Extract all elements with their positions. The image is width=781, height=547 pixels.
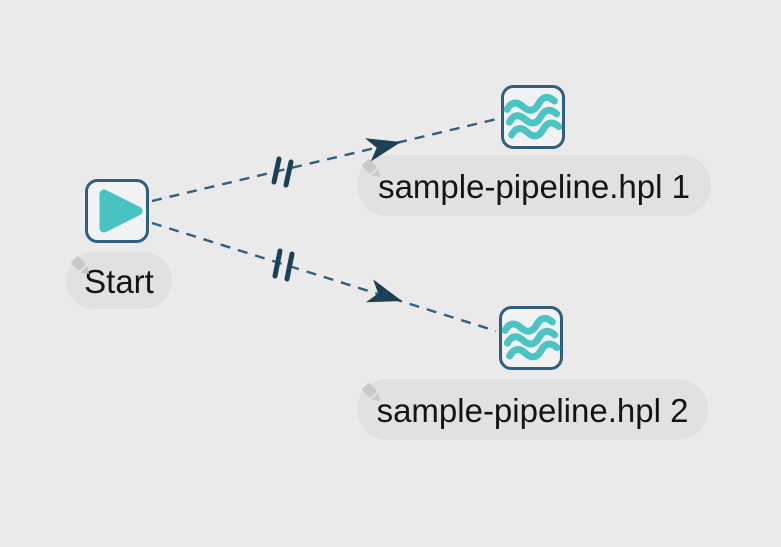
- node-label: sample-pipeline.hpl 2: [376, 392, 689, 429]
- play-icon: [85, 179, 149, 243]
- action-start-label[interactable]: Start: [66, 252, 172, 309]
- action-start[interactable]: [84, 178, 150, 244]
- pipeline-waves-icon: [499, 306, 563, 370]
- hop-start-to-pipeline-2[interactable]: [151, 221, 497, 333]
- hop-line[interactable]: [151, 117, 498, 203]
- pipeline-waves-icon: [501, 85, 565, 149]
- hop-arrow-icon: [365, 138, 401, 162]
- hop-start-to-pipeline-1[interactable]: [151, 117, 498, 203]
- hop-arrow-icon: [365, 279, 402, 303]
- node-label: Start: [84, 263, 154, 300]
- node-label: sample-pipeline.hpl 1: [378, 168, 690, 205]
- action-pipeline-1[interactable]: [500, 84, 566, 150]
- action-pipeline-1-label[interactable]: sample-pipeline.hpl 1: [357, 155, 711, 216]
- parallel-indicator-icon: [271, 156, 294, 188]
- parallel-indicator-icon: [272, 248, 295, 282]
- action-pipeline-2[interactable]: [498, 305, 564, 371]
- hop-line[interactable]: [151, 221, 497, 333]
